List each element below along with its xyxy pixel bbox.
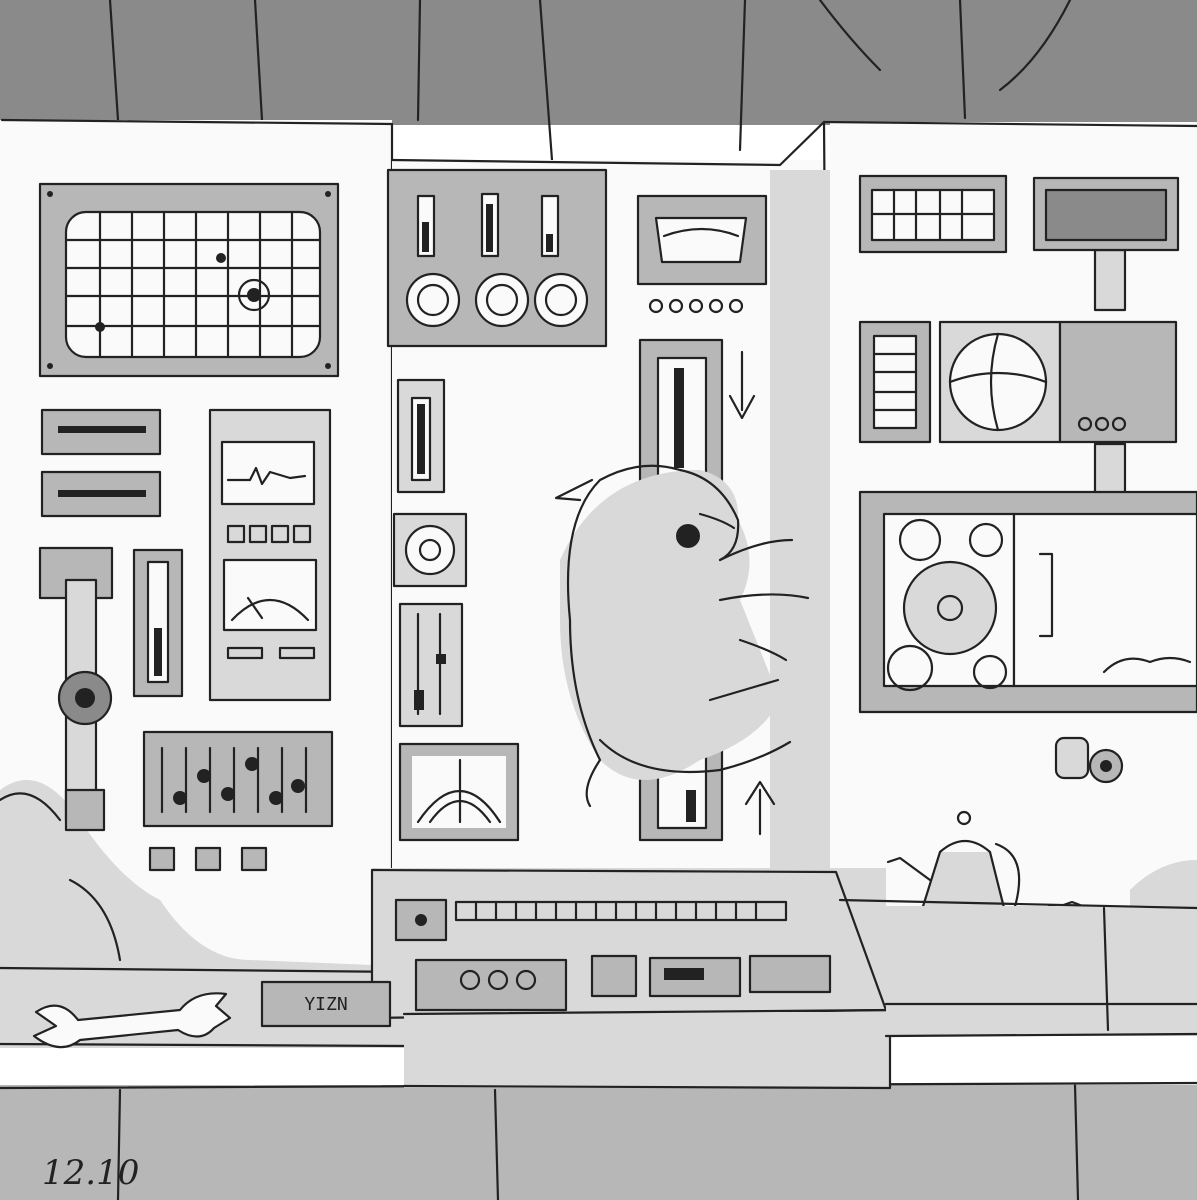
- label-plate: YIZN: [260, 980, 392, 1028]
- slider-bank: [142, 730, 334, 828]
- knob: [1054, 736, 1124, 784]
- plate-text: YIZN: [304, 994, 347, 1015]
- small-lights: [148, 846, 268, 872]
- desk-counter: [0, 868, 1197, 1090]
- oscilloscope-unit: [208, 408, 332, 702]
- middle-console-panel: [386, 120, 832, 882]
- right-console-panel: [822, 120, 1197, 912]
- gear-window: [858, 490, 1197, 714]
- door-handle: [38, 546, 114, 832]
- floor: [0, 1081, 1197, 1200]
- ceiling: [0, 0, 1197, 162]
- wrench: [32, 992, 232, 1049]
- slot-buttons: [40, 408, 162, 518]
- grid-display: [858, 174, 1180, 254]
- left-console-panel: [0, 118, 394, 1002]
- signature-date: 12.10: [42, 1153, 139, 1193]
- radar-screen: [38, 182, 340, 378]
- meter-cluster: [386, 168, 608, 348]
- vertical-gauge: [132, 548, 184, 698]
- dial-gauge: [636, 194, 768, 314]
- dog-climbing: [554, 464, 810, 808]
- ball-compartment: [858, 320, 1178, 444]
- left-mini-gauges: [392, 378, 520, 842]
